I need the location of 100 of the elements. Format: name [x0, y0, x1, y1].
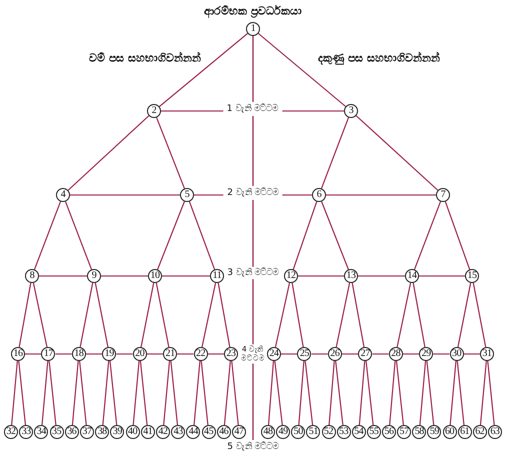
- edge-label: 1 වැනි මට්ටම: [222, 103, 282, 115]
- connector-line: [326, 194, 436, 196]
- node-circle: 43: [171, 425, 186, 439]
- connector-line: [274, 282, 290, 348]
- connector-line: [352, 282, 365, 348]
- connector-line: [101, 275, 148, 277]
- connector-line: [321, 201, 349, 270]
- connector-line: [464, 353, 480, 355]
- node-circle: 39: [110, 425, 124, 439]
- node-circle: 45: [202, 425, 216, 439]
- connector-line: [298, 275, 344, 277]
- connector-line: [358, 360, 366, 426]
- side-label: දකුණු පස සහභාගිවන්නන්: [318, 52, 440, 66]
- node-circle: 4: [56, 188, 70, 202]
- node-circle: 37: [80, 425, 94, 439]
- connector-line: [304, 360, 314, 426]
- connector-line: [414, 201, 442, 270]
- connector-line: [68, 115, 150, 191]
- node-circle: 13: [344, 269, 358, 283]
- connector-line: [72, 360, 79, 426]
- node-circle: 54: [352, 425, 366, 439]
- connector-line: [396, 282, 412, 348]
- node-circle: 63: [488, 425, 502, 439]
- connector-line: [156, 117, 185, 189]
- connector-line: [109, 360, 118, 426]
- node-circle: 14: [405, 269, 419, 283]
- node-caption: ආරම්භක ප්‍රවර්ධකයා: [204, 4, 302, 18]
- node-circle: 46: [216, 425, 231, 439]
- connector-line: [472, 282, 486, 348]
- connector-line: [396, 360, 404, 426]
- connector-line: [201, 282, 216, 348]
- node-circle: 57: [397, 425, 412, 439]
- node-circle: 10: [148, 269, 162, 283]
- node-circle: 3: [344, 104, 358, 118]
- connector-line: [64, 201, 92, 270]
- connector-line: [170, 360, 178, 426]
- connector-line: [146, 353, 164, 355]
- node-circle: 44: [186, 425, 200, 439]
- node-circle: 50: [291, 425, 306, 439]
- connector-line: [268, 360, 274, 426]
- node-circle: 6: [312, 188, 326, 202]
- connector-line: [34, 201, 62, 270]
- connector-line: [274, 360, 283, 426]
- connector-line: [292, 282, 304, 348]
- node-circle: 7: [436, 188, 450, 202]
- connector-line: [55, 353, 72, 355]
- node-circle: 53: [336, 425, 351, 439]
- node-circle: 36: [64, 425, 79, 439]
- node-circle: 41: [140, 425, 155, 439]
- node-circle: 22: [194, 347, 208, 361]
- node-circle: 56: [382, 425, 396, 439]
- connector-line: [188, 201, 216, 270]
- connector-line: [356, 115, 438, 191]
- connector-line: [328, 360, 335, 426]
- connector-line: [194, 360, 200, 426]
- node-circle: 29: [419, 347, 434, 361]
- node-circle: 38: [95, 425, 110, 439]
- connector-line: [86, 353, 102, 355]
- node-circle: 59: [427, 425, 442, 439]
- connector-line: [419, 275, 465, 277]
- node-circle: 19: [102, 347, 116, 361]
- node-circle: 47: [232, 425, 246, 439]
- connector-line: [102, 360, 110, 426]
- connector-line: [218, 282, 230, 348]
- connector-line: [94, 282, 108, 348]
- node-circle: 12: [284, 269, 298, 283]
- connector-line: [258, 33, 346, 107]
- connector-line: [163, 360, 170, 426]
- connector-line: [335, 360, 344, 426]
- node-circle: 60: [442, 425, 457, 439]
- connector-line: [132, 360, 140, 426]
- node-circle: 33: [19, 425, 34, 439]
- connector-line: [156, 282, 170, 348]
- connector-line: [444, 201, 470, 270]
- node-circle: 9: [87, 269, 101, 283]
- connector-line: [402, 353, 420, 355]
- node-circle: 52: [322, 425, 336, 439]
- connector-line: [457, 282, 472, 348]
- connector-line: [389, 360, 396, 426]
- node-circle: 55: [366, 425, 381, 439]
- node-circle: 26: [328, 347, 342, 361]
- node-circle: 40: [126, 425, 140, 439]
- connector-line: [39, 275, 87, 277]
- node-circle: 51: [306, 425, 320, 439]
- connector-line: [433, 353, 450, 355]
- connector-line: [41, 360, 48, 426]
- node-circle: 61: [458, 425, 472, 439]
- connector-line: [32, 282, 48, 348]
- connector-line: [336, 282, 350, 348]
- connector-line: [224, 360, 231, 426]
- connector-line: [456, 360, 465, 426]
- connector-line: [292, 201, 318, 270]
- connector-line: [358, 275, 405, 277]
- node-circle: 15: [465, 269, 479, 283]
- connector-line: [419, 360, 426, 426]
- connector-line: [487, 360, 495, 426]
- node-circle: 48: [261, 425, 275, 439]
- node-circle: 1: [246, 22, 260, 36]
- connector-line: [80, 282, 94, 348]
- connector-line: [480, 360, 487, 426]
